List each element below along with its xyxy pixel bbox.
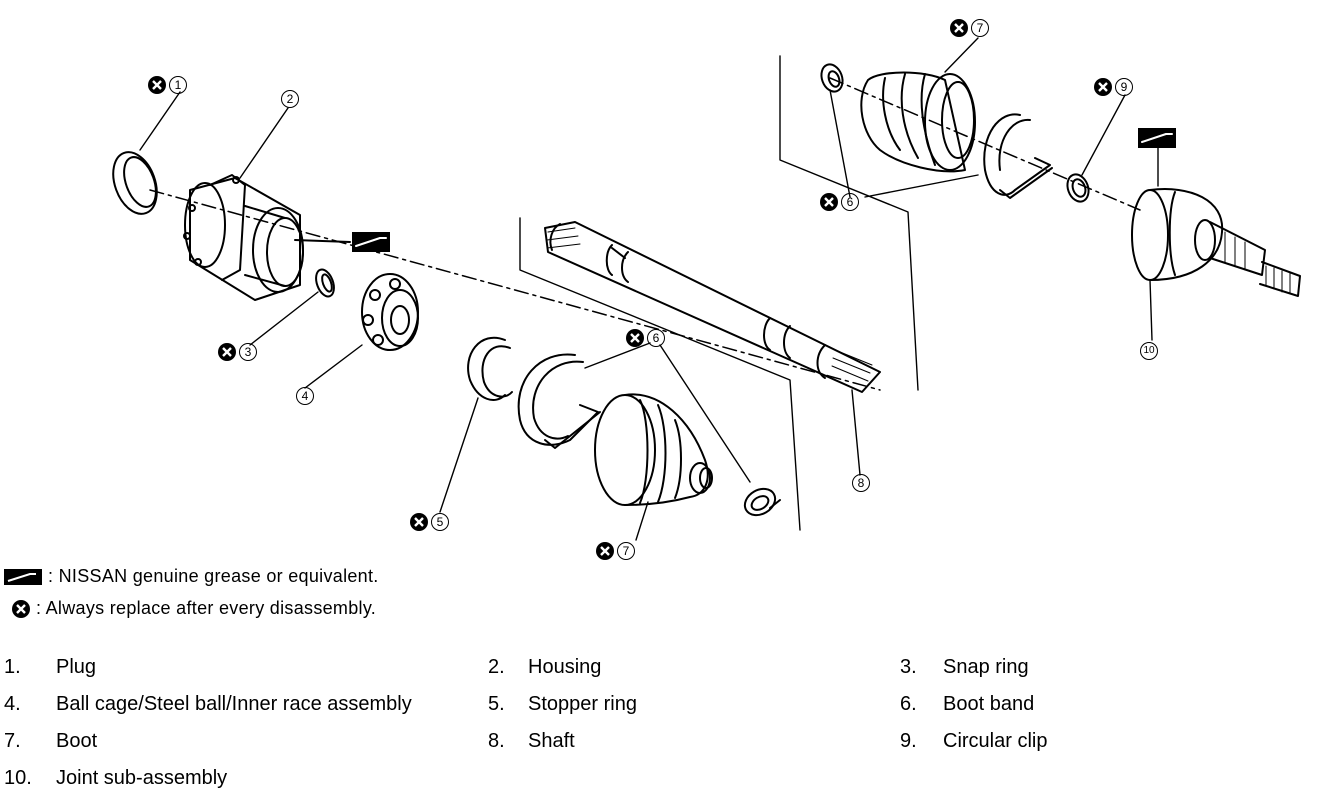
part-item: 3. Snap ring [900, 656, 1029, 679]
leader-lines [139, 37, 1159, 541]
part-name: Snap ring [943, 656, 1029, 678]
part-item: 5. Stopper ring [488, 693, 637, 716]
part-item: 10. Joint sub-assembly [4, 767, 227, 790]
callout-6-lower: 6 [626, 329, 665, 347]
callout-number: 10 [1140, 342, 1158, 360]
callout-7-lower: 7 [596, 542, 635, 560]
callout-number: 5 [431, 513, 449, 531]
replace-x-icon [148, 76, 166, 94]
stopper-ring-part [467, 336, 513, 401]
callout-number: 7 [971, 19, 989, 37]
part-name: Plug [56, 656, 97, 678]
boot-band-upper-small-part [820, 63, 844, 93]
callout-number: 3 [239, 343, 257, 361]
part-name: Shaft [528, 730, 575, 752]
housing-part [183, 174, 304, 301]
part-name: Boot [56, 730, 98, 752]
grease-icon [4, 568, 42, 585]
callout-number: 6 [841, 193, 859, 211]
part-name: Circular clip [943, 730, 1048, 752]
callout-6-upper: 6 [820, 193, 859, 211]
part-number: 7. [4, 730, 21, 752]
part-item: 8. Shaft [488, 730, 575, 753]
part-item: 7. Boot [4, 730, 97, 753]
part-name: Joint sub-assembly [56, 767, 228, 789]
replace-x-icon [820, 193, 838, 211]
callout-number: 2 [281, 90, 299, 108]
replace-x-icon [218, 343, 236, 361]
replace-x-icon [596, 542, 614, 560]
joint-sub-assembly-part [1131, 188, 1301, 297]
callout-number: 9 [1115, 78, 1133, 96]
part-number: 6. [900, 693, 917, 715]
part-number: 3. [900, 656, 917, 678]
boot-part [594, 393, 713, 506]
part-number: 8. [488, 730, 505, 752]
part-number: 9. [900, 730, 917, 752]
callout-3: 3 [218, 343, 257, 361]
part-item: 1. Plug [4, 656, 96, 679]
callout-5: 5 [410, 513, 449, 531]
boot-band-part [517, 353, 601, 449]
part-name: Boot band [943, 693, 1035, 715]
part-item: 9. Circular clip [900, 730, 1047, 753]
legend-replace-text: : Always replace after every disassembly… [36, 598, 377, 618]
legend-grease: : NISSAN genuine grease or equivalent. [4, 566, 379, 587]
callout-8: 8 [852, 474, 870, 492]
callout-number: 7 [617, 542, 635, 560]
replace-x-icon [1094, 78, 1112, 96]
part-name: Ball cage/Steel ball/Inner race assembly [56, 693, 412, 715]
callout-number: 1 [169, 76, 187, 94]
replace-x-icon [626, 329, 644, 347]
boot-upper-part [860, 71, 976, 173]
exploded-view-diagram: 1 2 3 4 5 6 7 8 6 7 9 10 [112, 19, 1301, 560]
replace-x-icon [410, 513, 428, 531]
part-item: 4. Ball cage/Steel ball/Inner race assem… [4, 693, 412, 716]
part-number: 1. [4, 656, 21, 678]
legend-grease-text: : NISSAN genuine grease or equivalent. [48, 566, 379, 586]
callout-number: 8 [852, 474, 870, 492]
grease-icon [352, 232, 390, 252]
replace-x-icon [950, 19, 968, 37]
snap-ring-part [315, 268, 335, 298]
boot-band-small-part [743, 487, 781, 517]
exploded-view-drawing [112, 37, 1301, 541]
group-outline [519, 55, 919, 531]
shaft-part [544, 221, 881, 393]
part-number: 5. [488, 693, 505, 715]
replace-x-icon [12, 599, 30, 618]
legend-replace: : Always replace after every disassembly… [12, 598, 376, 619]
callout-9: 9 [1094, 78, 1133, 96]
part-name: Stopper ring [528, 693, 637, 715]
part-number: 2. [488, 656, 505, 678]
part-name: Housing [528, 656, 602, 678]
boot-band-upper-part [983, 113, 1053, 199]
ball-cage-part [361, 273, 419, 351]
callout-7-upper: 7 [950, 19, 989, 37]
part-number: 10. [4, 767, 32, 789]
callout-1: 1 [148, 76, 187, 94]
callout-4: 4 [296, 387, 314, 405]
plug-part [112, 151, 158, 215]
callout-10: 10 [1140, 342, 1158, 360]
circular-clip-part [1066, 173, 1090, 203]
callout-number: 6 [647, 329, 665, 347]
callout-number: 4 [296, 387, 314, 405]
part-number: 4. [4, 693, 21, 715]
part-item: 2. Housing [488, 656, 601, 679]
callout-2: 2 [281, 90, 299, 108]
part-item: 6. Boot band [900, 693, 1034, 716]
grease-icon-upper [1138, 128, 1176, 148]
